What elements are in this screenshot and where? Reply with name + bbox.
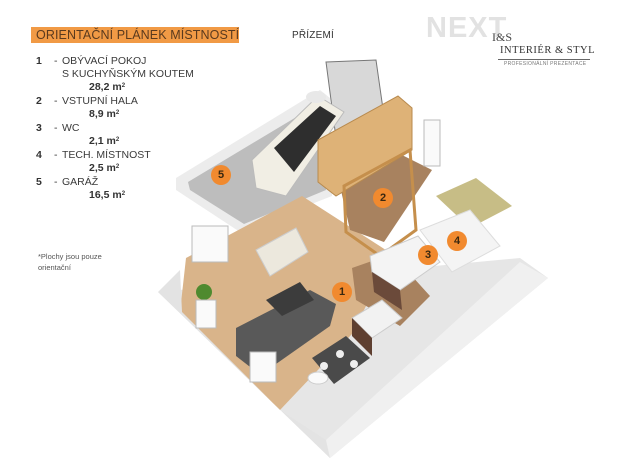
legend-area: 2,5 m2 — [89, 162, 120, 174]
plant-icon — [196, 284, 212, 300]
legend-dash: - — [54, 176, 58, 188]
room-legend: 1-OBÝVACÍ POKOJ S KUCHYŇSKÝM KOUTEM 28,2… — [36, 55, 194, 203]
room-marker-2: 2 — [373, 188, 393, 208]
room-marker-3: 3 — [418, 245, 438, 265]
legend-number: 1 — [36, 55, 42, 67]
window-front — [249, 351, 277, 383]
legend-number: 3 — [36, 122, 42, 134]
legend-label: TECH. MÍSTNOST — [62, 149, 151, 161]
logo-monogram: I&S — [492, 30, 513, 44]
window-small — [195, 299, 217, 329]
room-marker-4: 4 — [447, 231, 467, 251]
legend-label: OBÝVACÍ POKOJ — [62, 55, 147, 67]
room-marker-5: 5 — [211, 165, 231, 185]
legend-item-4: 4-TECH. MÍSTNOST 2,5 m2 — [36, 149, 186, 175]
legend-dash: - — [54, 122, 58, 134]
plan-title: ORIENTAČNÍ PLÁNEK MÍSTNOSTÍ — [36, 28, 240, 42]
legend-item-2: 2-VSTUPNÍ HALA 8,9 m2 — [36, 95, 186, 121]
company-logo: NEXT I&S INTERIÉR & STYL PROFESIONÁLNÍ P… — [426, 12, 622, 72]
legend-item-5: 5-GARÁŽ 16,5 m2 — [36, 176, 186, 202]
wardrobe — [317, 95, 413, 197]
island-base — [352, 318, 372, 356]
front-wall — [326, 262, 548, 458]
hall-door-frame — [342, 147, 418, 258]
window-left — [191, 225, 229, 263]
sofa-icon — [236, 282, 336, 370]
legend-label: WC — [62, 122, 80, 134]
car-icon — [251, 91, 345, 197]
fireplace — [255, 227, 309, 277]
legend-item-1: 1-OBÝVACÍ POKOJ S KUCHYŇSKÝM KOUTEM 28,2… — [36, 55, 194, 94]
legend-area: 16,5 m2 — [89, 189, 126, 201]
legend-dash: - — [54, 149, 58, 161]
door-right — [423, 119, 441, 167]
plan-title-bar: ORIENTAČNÍ PLÁNEK MÍSTNOSTÍ — [31, 27, 239, 43]
logo-name: INTERIÉR & STYL — [500, 45, 595, 56]
legend-number: 2 — [36, 95, 42, 107]
legend-label: VSTUPNÍ HALA — [62, 95, 138, 107]
dining-table-icon — [312, 336, 370, 384]
legend-label: GARÁŽ — [62, 176, 99, 188]
room-marker-1: 1 — [332, 282, 352, 302]
legend-area: 2,1 m2 — [89, 135, 120, 147]
area-note: *Plochy jsou pouze orientační — [38, 252, 102, 272]
lamp-icon — [307, 371, 329, 385]
legend-dash: - — [54, 95, 58, 107]
logo-divider — [498, 59, 590, 60]
legend-number: 5 — [36, 176, 42, 188]
legend-dash: - — [54, 55, 58, 67]
left-wall — [158, 270, 330, 458]
stairs — [436, 178, 512, 228]
kitchen-cabinets — [372, 272, 402, 310]
legend-area: 28,2 m2 — [89, 81, 126, 93]
legend-label-2: S KUCHYŇSKÝM KOUTEM — [62, 68, 194, 80]
logo-next: NEXT — [426, 12, 508, 44]
legend-area: 8,9 m2 — [89, 108, 120, 120]
floor-label: PŘÍZEMÍ — [292, 30, 334, 41]
legend-item-3: 3-WC 2,1 m2 — [36, 122, 186, 148]
logo-tagline: PROFESIONÁLNÍ PREZENTACE — [504, 61, 587, 67]
legend-number: 4 — [36, 149, 42, 161]
